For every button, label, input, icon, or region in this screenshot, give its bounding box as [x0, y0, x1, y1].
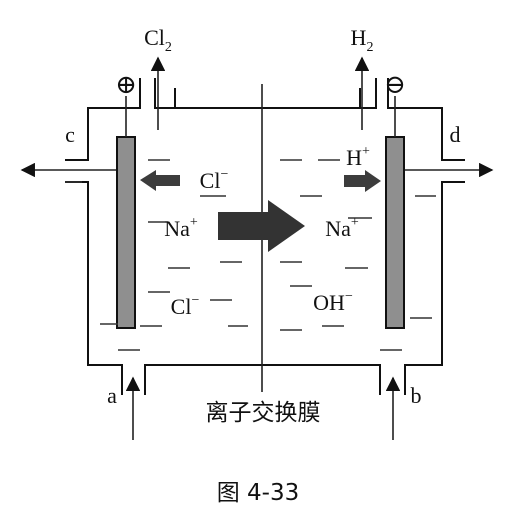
cl2-label: Cl2: [144, 25, 172, 55]
h-to-cathode-arrow: [344, 170, 381, 192]
port-d-label: d: [450, 122, 461, 147]
cl-bottom-label: Cl−: [171, 293, 200, 319]
cl-to-anode-arrow: [140, 170, 180, 191]
anode-electrode: [116, 136, 136, 329]
cathode-electrode: [385, 136, 405, 329]
positive-terminal-icon: ⊕: [115, 70, 137, 99]
cl-top-label: Cl−: [200, 167, 229, 193]
figure-caption: 图 4-33: [217, 480, 300, 506]
port-a-label: a: [107, 383, 117, 408]
right-outlet-d: [387, 78, 465, 161]
cell-lid: [154, 78, 377, 109]
membrane-label: 离子交换膜: [206, 400, 321, 426]
liquid-dashes: [65, 159, 436, 351]
na-left-label: Na+: [164, 215, 198, 241]
h2-label: H2: [351, 25, 374, 55]
left-outlet-c: [65, 78, 141, 161]
negative-terminal-icon: ⊖: [384, 70, 406, 99]
na-through-membrane-arrow: [218, 200, 305, 252]
oh-label: OH−: [313, 289, 353, 315]
port-b-label: b: [411, 383, 422, 408]
h-label: H+: [346, 144, 370, 170]
na-right-label: Na+: [325, 215, 359, 241]
port-c-label: c: [65, 122, 75, 147]
